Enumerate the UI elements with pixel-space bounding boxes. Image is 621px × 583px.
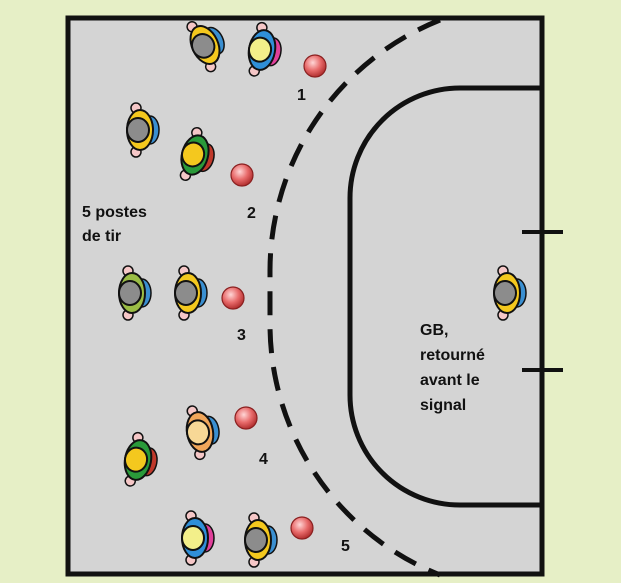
goal-area-line bbox=[347, 85, 542, 508]
goalkeeper-icon bbox=[493, 265, 527, 321]
station-number: 1 bbox=[297, 87, 306, 104]
goalkeeper-label-line2: retourné bbox=[420, 347, 485, 364]
ball-icon bbox=[290, 516, 314, 540]
ball-icon bbox=[221, 286, 245, 310]
stations-label-line2: de tir bbox=[82, 228, 121, 245]
station-number: 3 bbox=[237, 327, 246, 344]
player-icon bbox=[181, 510, 215, 566]
player-icon bbox=[244, 512, 278, 568]
station-number: 4 bbox=[259, 451, 268, 468]
player-icon bbox=[123, 431, 158, 487]
balls-layer bbox=[221, 54, 327, 540]
ball-icon bbox=[234, 406, 258, 430]
player-icon bbox=[247, 21, 282, 77]
goalkeeper-label-line3: avant le bbox=[420, 372, 480, 389]
player-icon bbox=[174, 265, 208, 321]
stations-label-line1: 5 postes bbox=[82, 204, 147, 221]
player-icon bbox=[126, 102, 160, 158]
players-layer bbox=[118, 21, 527, 568]
goalkeeper-label-line1: GB, bbox=[420, 322, 448, 339]
player-icon bbox=[186, 21, 225, 73]
ball-icon bbox=[230, 163, 254, 187]
player-icon bbox=[185, 405, 220, 461]
station-number: 5 bbox=[341, 538, 350, 555]
player-icon bbox=[118, 265, 152, 321]
player-icon bbox=[179, 126, 215, 181]
station-number: 2 bbox=[247, 205, 256, 222]
goalkeeper-label-line4: signal bbox=[420, 397, 466, 414]
ball-icon bbox=[303, 54, 327, 78]
free-throw-line bbox=[267, 17, 441, 578]
